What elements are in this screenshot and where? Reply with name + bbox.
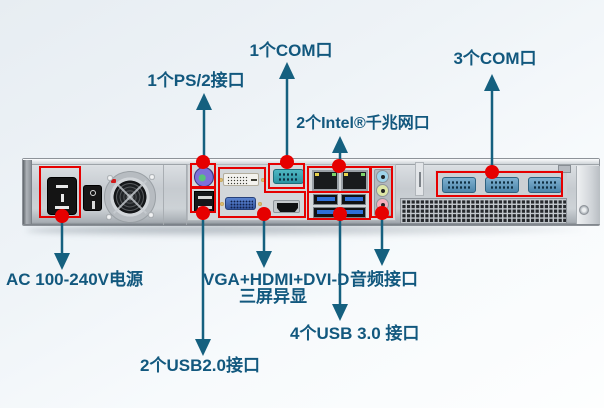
arrow-down-icon	[256, 251, 272, 268]
chassis-shadow	[26, 224, 586, 237]
power-switch	[83, 185, 102, 211]
expansion-slot-bracket	[415, 162, 424, 196]
label-usb3-ports: 4个USB 3.0 接口	[290, 324, 420, 343]
label-ps2-port: 1个PS/2接口	[147, 71, 245, 90]
label-com-port-1: 1个COM口	[249, 41, 333, 60]
screw-icon	[106, 214, 112, 220]
label-ac-power: AC 100-240V电源	[6, 270, 144, 289]
ac-power-inlet	[47, 177, 77, 215]
arrow-down-icon	[374, 249, 390, 266]
label-display-line2: 三屏异显	[239, 287, 307, 306]
com-port-2	[442, 177, 476, 193]
rack-ear-left	[23, 160, 32, 224]
arrow-up-icon	[196, 93, 212, 110]
chassis-latch	[558, 165, 571, 173]
jack-screw-icon	[258, 202, 262, 206]
label-com-ports-3: 3个COM口	[453, 49, 537, 68]
screw-icon	[148, 212, 154, 218]
audio-jack-mic	[376, 198, 389, 211]
chassis-seam	[163, 165, 164, 225]
server-chassis	[22, 158, 600, 226]
label-display-outputs: VGA+HDMI+DVI-D 三屏异显	[203, 270, 350, 306]
vga-port	[225, 197, 256, 210]
arrow-down-icon	[332, 304, 348, 321]
screw-icon	[149, 174, 155, 180]
dvi-d-port	[223, 173, 259, 186]
chassis-seam	[186, 165, 187, 225]
usb3-port	[313, 194, 338, 205]
usb2-ports	[194, 191, 214, 213]
rack-ear-right	[576, 166, 600, 224]
jack-screw-icon	[261, 178, 265, 182]
audio-jack-linein	[376, 170, 389, 183]
thumb-screw-icon	[579, 205, 589, 215]
audio-jack-lineout	[376, 184, 389, 197]
arrow-up-icon	[332, 136, 348, 153]
arrow-up-icon	[279, 62, 295, 79]
label-usb2-ports: 2个USB2.0接口	[140, 356, 260, 375]
arrow-down-icon	[54, 253, 70, 270]
com-port-1	[273, 169, 304, 184]
ps2-port	[194, 167, 214, 187]
com-port-4	[528, 177, 562, 193]
arrow-up-icon	[484, 74, 500, 91]
hdmi-port	[273, 200, 300, 213]
jack-screw-icon	[220, 202, 224, 206]
vent-mesh	[400, 198, 567, 224]
usb3-port	[313, 207, 338, 218]
fan-red-mark	[111, 179, 116, 183]
lan-port-2	[341, 170, 368, 191]
jack-screw-icon	[219, 178, 223, 182]
usb3-port	[341, 194, 366, 205]
screw-icon	[107, 175, 113, 181]
label-lan-ports: 2个Intel®千兆网口	[296, 115, 430, 132]
com-port-3	[485, 177, 519, 193]
arrow-down-icon	[195, 339, 211, 356]
label-audio-jacks: 音频接口	[350, 270, 418, 289]
usb3-port	[341, 207, 366, 218]
lan-port-1	[312, 170, 339, 191]
label-display-line1: VGA+HDMI+DVI-D	[203, 270, 350, 289]
